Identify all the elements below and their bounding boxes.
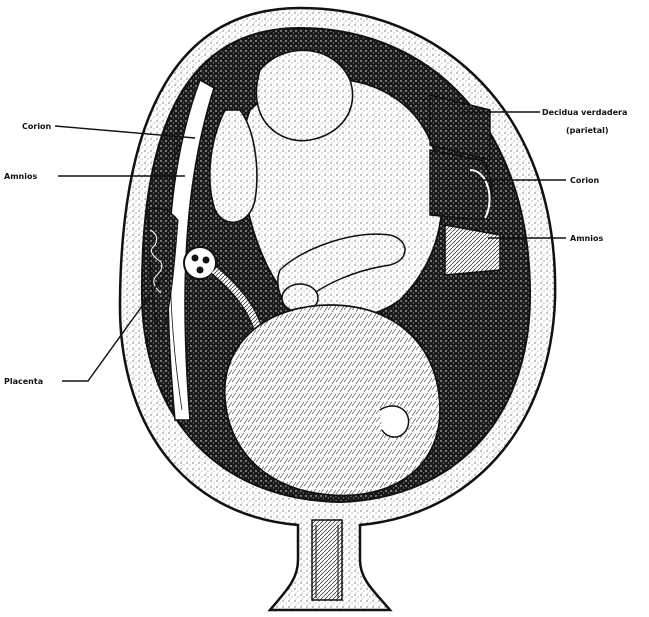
cervix xyxy=(312,520,342,600)
label-amnios-left: Amnios xyxy=(4,172,37,181)
label-decidua-line1: Decidua verdadera xyxy=(542,108,627,117)
label-placenta: Placenta xyxy=(4,377,43,386)
label-decidua-line2: (parietal) xyxy=(566,126,609,135)
label-corion-left: Corion xyxy=(22,122,52,131)
label-amnios-right: Amnios xyxy=(570,234,603,243)
umbilical-cord-section xyxy=(184,247,216,279)
label-corion-right: Corion xyxy=(570,176,600,185)
